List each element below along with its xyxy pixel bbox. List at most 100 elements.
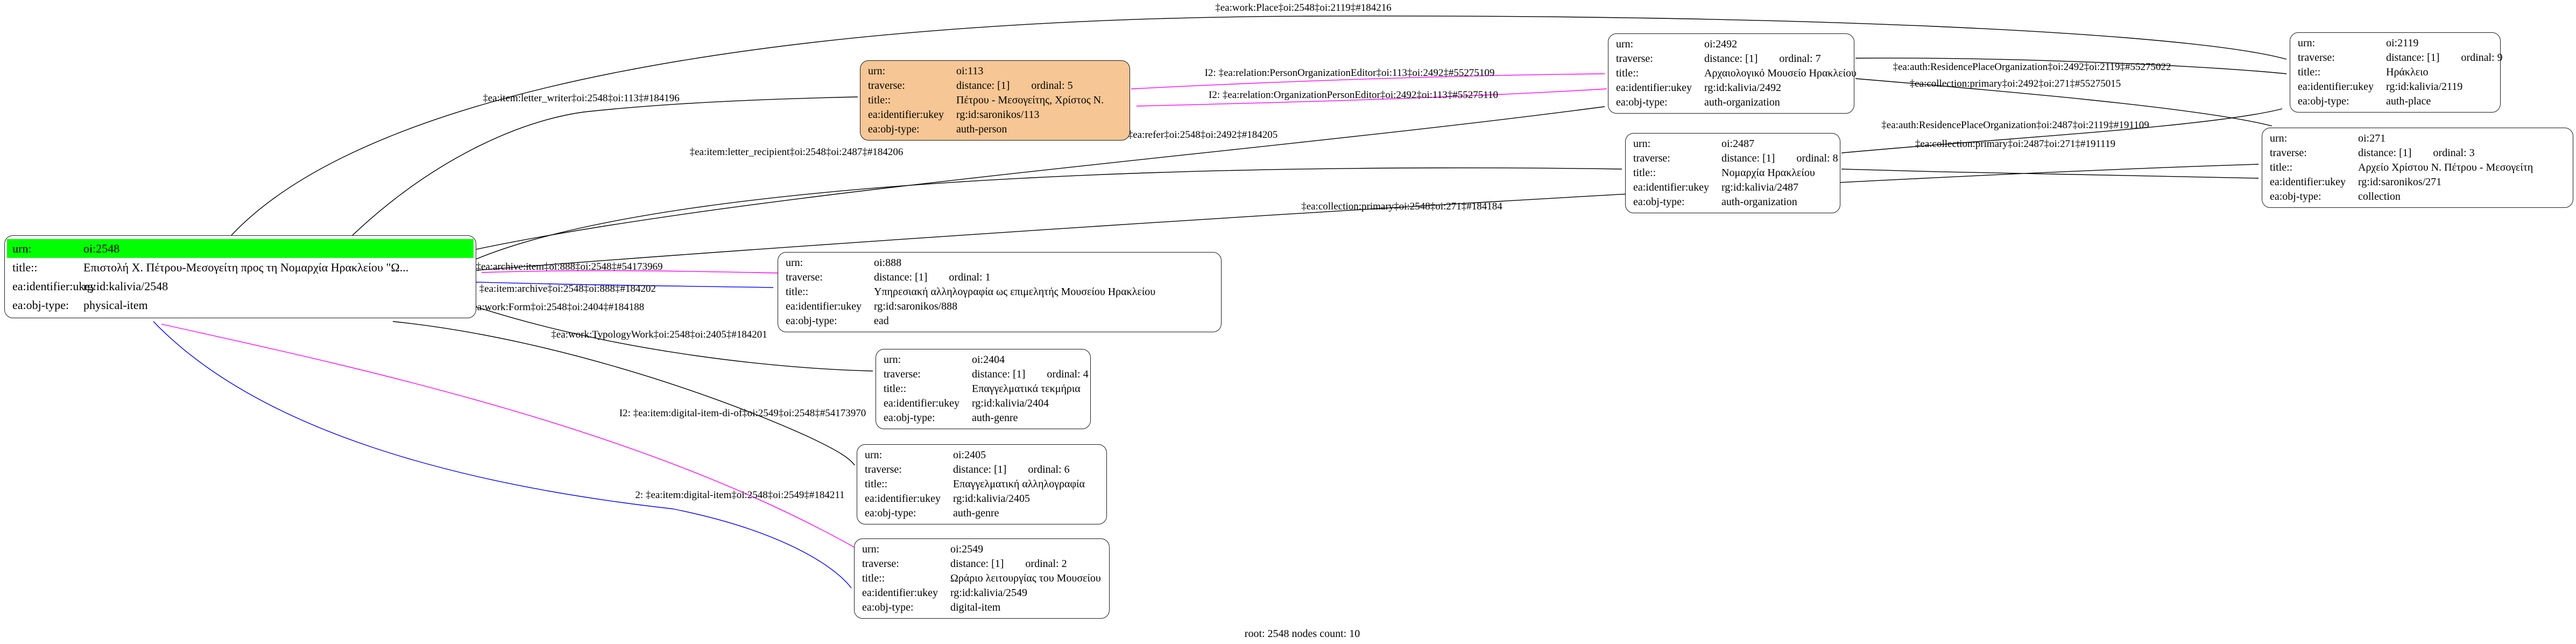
title-value: Ωράριο λειτουργίας του Μουσείου bbox=[950, 572, 1101, 584]
edge-label-organization-person-editor: I2: ‡ea:relation:OrganizationPersonEdito… bbox=[1208, 89, 1499, 101]
objtype-key: ea:obj-type: bbox=[862, 601, 914, 613]
edge-label-letter-recipient: ‡ea:item:letter_recipient‡oi:2548‡oi:248… bbox=[689, 146, 904, 158]
title-value: Υπηρεσιακή αλληλογραφία ως επιμελητής Μο… bbox=[874, 286, 1156, 298]
edge-label-collection-primary-2487-271: ‡ea:collection:primary‡oi:2487‡oi:271‡#1… bbox=[1915, 138, 2116, 150]
urn-key: urn: bbox=[786, 257, 803, 269]
node-oi-113[interactable]: urn: oi:113 traverse: distance: [1] ordi… bbox=[860, 60, 1130, 141]
ukey-key: ea:identifier:ukey bbox=[12, 279, 96, 293]
objtype-value: physical-item bbox=[83, 298, 148, 312]
edge-work-place bbox=[231, 15, 2287, 236]
urn-value: oi:2119 bbox=[2386, 37, 2419, 49]
edge-work-form bbox=[476, 306, 873, 372]
objtype-value: auth-organization bbox=[1704, 96, 1780, 108]
objtype-value: ead bbox=[874, 315, 889, 327]
title-key: title:: bbox=[786, 286, 809, 298]
node-oi-2405[interactable]: urn: oi:2405 traverse: distance: [1] ord… bbox=[857, 444, 1107, 524]
urn-value: oi:2404 bbox=[972, 354, 1005, 366]
edge-label-collection-primary-2548-271: ‡ea:collection:primary‡oi:2548‡oi:271‡#1… bbox=[1301, 201, 1502, 212]
node-2405-urn-row: urn: oi:2405 bbox=[857, 448, 1106, 463]
edge-digital-item-di-of bbox=[161, 324, 855, 548]
node-2405-objtype-row: ea:obj-type: auth-genre bbox=[857, 506, 1106, 521]
node-2405-ukey-row: ea:identifier:ukey rg:id:kalivia/2405 bbox=[857, 492, 1106, 506]
node-2487-traverse-row: traverse: distance: [1] ordinal: 8 bbox=[1626, 151, 1840, 166]
edge-label-letter-writer: ‡ea:item:letter_writer‡oi:2548‡oi:113‡#1… bbox=[483, 93, 680, 104]
urn-value: oi:2549 bbox=[950, 543, 984, 555]
objtype-key: ea:obj-type: bbox=[786, 315, 837, 327]
node-2119-ukey-row: ea:identifier:ukey rg:id:kalivia/2119 bbox=[2290, 80, 2500, 94]
node-oi-2548[interactable]: urn: oi:2548 title:: Επιστολή Χ. Πέτρου-… bbox=[4, 235, 476, 318]
edge-label-residence-place-2492-2119: ‡ea:auth:ResidencePlaceOrganization‡oi:2… bbox=[1893, 61, 2171, 73]
edge-collection-primary-2492-271 bbox=[1855, 78, 2272, 127]
edge-collection-primary-2548-271 bbox=[476, 164, 2259, 271]
node-2487-title-row: title:: Νομαρχία Ηρακλείου bbox=[1626, 166, 1840, 180]
node-2119-objtype-row: ea:obj-type: auth-place bbox=[2290, 94, 2500, 109]
ukey-key: ea:identifier:ukey bbox=[786, 300, 862, 312]
traverse-key: traverse: bbox=[1633, 152, 1670, 164]
edge-letter-recipient bbox=[476, 167, 1622, 260]
node-2119-title-row: title:: Ηράκλειο bbox=[2290, 65, 2500, 80]
node-271-ukey-row: ea:identifier:ukey rg:id:saronikos/271 bbox=[2262, 175, 2573, 190]
distance-value: distance: [1] bbox=[950, 558, 1004, 570]
title-key: title:: bbox=[1633, 167, 1656, 179]
node-2492-urn-row: urn: oi:2492 bbox=[1608, 37, 1854, 52]
title-value: Νομαρχία Ηρακλείου bbox=[1721, 167, 1815, 179]
node-2119-traverse-row: traverse: distance: [1] ordinal: 9 bbox=[2290, 51, 2503, 65]
objtype-key: ea:obj-type: bbox=[1633, 196, 1685, 208]
node-oi-2549[interactable]: urn: oi:2549 traverse: distance: [1] ord… bbox=[854, 538, 1110, 619]
node-271-title-row: title:: Αρχείο Χρίστου Ν. Πέτρου - Μεσογ… bbox=[2262, 160, 2573, 175]
ukey-value: rg:id:kalivia/2548 bbox=[83, 279, 168, 293]
ukey-value: rg:id:kalivia/2549 bbox=[950, 587, 1027, 599]
node-888-ukey-row: ea:identifier:ukey rg:id:saronikos/888 bbox=[778, 299, 1221, 314]
node-113-urn-row: urn: oi:113 bbox=[860, 64, 1130, 79]
distance-value: distance: [1] bbox=[2358, 147, 2412, 159]
objtype-key: ea:obj-type: bbox=[2270, 191, 2321, 202]
ordinal-value: ordinal: 6 bbox=[1028, 464, 1070, 475]
traverse-key: traverse: bbox=[2270, 147, 2307, 159]
edge-person-organization-editor bbox=[1131, 73, 1605, 89]
urn-value: oi:2405 bbox=[953, 449, 986, 461]
ukey-key: ea:identifier:ukey bbox=[865, 493, 941, 505]
node-2487-urn-row: urn: oi:2487 bbox=[1626, 137, 1840, 151]
node-2548-ukey-row: ea:identifier:ukey rg:id:kalivia/2548 bbox=[5, 277, 476, 296]
objtype-value: auth-organization bbox=[1721, 196, 1797, 208]
ukey-key: ea:identifier:ukey bbox=[2298, 81, 2374, 93]
title-key: title:: bbox=[865, 478, 888, 490]
distance-value: distance: [1] bbox=[874, 271, 928, 283]
ukey-key: ea:identifier:ukey bbox=[1616, 82, 1692, 94]
edge-digital-item bbox=[153, 321, 852, 589]
objtype-key: ea:obj-type: bbox=[2298, 95, 2349, 107]
node-oi-271[interactable]: urn: oi:271 traverse: distance: [1] ordi… bbox=[2262, 128, 2573, 208]
title-value: Επαγγελματικά τεκμήρια bbox=[972, 383, 1081, 395]
node-113-ukey-row: ea:identifier:ukey rg:id:saronikos/113 bbox=[860, 108, 1130, 122]
node-2404-objtype-row: ea:obj-type: auth-genre bbox=[876, 411, 1090, 425]
node-271-objtype-row: ea:obj-type: collection bbox=[2262, 190, 2573, 204]
ordinal-value: ordinal: 8 bbox=[1796, 152, 1838, 164]
urn-key: urn: bbox=[1633, 138, 1651, 150]
node-2492-objtype-row: ea:obj-type: auth-organization bbox=[1608, 95, 1854, 110]
objtype-value: digital-item bbox=[950, 601, 1001, 613]
ordinal-value: ordinal: 4 bbox=[1047, 368, 1089, 380]
ordinal-value: ordinal: 2 bbox=[1025, 558, 1067, 570]
title-key: title:: bbox=[884, 383, 907, 395]
ukey-key: ea:identifier:ukey bbox=[884, 397, 960, 409]
node-oi-2487[interactable]: urn: oi:2487 traverse: distance: [1] ord… bbox=[1625, 133, 1840, 213]
graph-summary: root: 2548 nodes count: 10 bbox=[1244, 628, 1360, 640]
node-oi-2119[interactable]: urn: oi:2119 traverse: distance: [1] ord… bbox=[2290, 32, 2503, 113]
ukey-value: rg:id:saronikos/888 bbox=[874, 300, 958, 312]
node-888-urn-row: urn: oi:888 bbox=[778, 256, 1221, 270]
node-2492-ukey-row: ea:identifier:ukey rg:id:kalivia/2492 bbox=[1608, 81, 1854, 95]
edge-residence-place-2487-2119 bbox=[1841, 108, 2283, 153]
traverse-key: traverse: bbox=[862, 558, 899, 570]
objtype-value: auth-genre bbox=[953, 507, 999, 519]
title-key: title:: bbox=[868, 94, 891, 106]
title-value: Αρχαιολογικό Μουσείο Ηρακλείου bbox=[1704, 67, 1857, 79]
title-key: title:: bbox=[862, 572, 885, 584]
node-2404-ukey-row: ea:identifier:ukey rg:id:kalivia/2404 bbox=[876, 396, 1090, 411]
ordinal-value: ordinal: 5 bbox=[1031, 80, 1073, 92]
ukey-value: rg:id:kalivia/2492 bbox=[1704, 82, 1781, 94]
edge-work-typology bbox=[392, 321, 855, 466]
ordinal-value: ordinal: 3 bbox=[2433, 147, 2475, 159]
node-oi-2492[interactable]: urn: oi:2492 traverse: distance: [1] ord… bbox=[1608, 33, 1857, 114]
node-oi-2404[interactable]: urn: oi:2404 traverse: distance: [1] ord… bbox=[876, 349, 1091, 429]
node-oi-888[interactable]: urn: oi:888 traverse: distance: [1] ordi… bbox=[778, 252, 1222, 332]
